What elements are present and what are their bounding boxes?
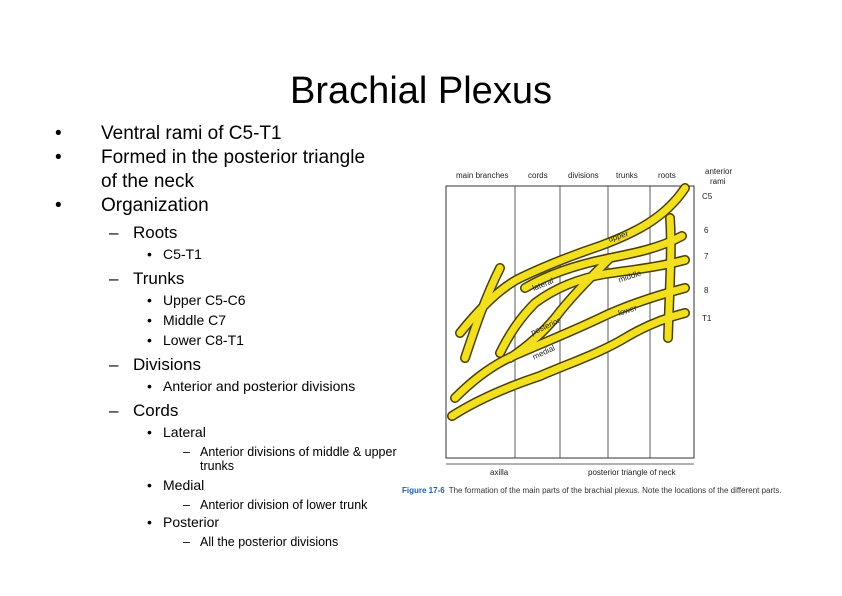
slide-title-text: Brachial Plexus — [290, 70, 552, 112]
sub-bullet-roots: –Roots — [55, 222, 435, 244]
item-text: Lateral — [163, 424, 206, 440]
caption-text: The formation of the main parts of the b… — [448, 486, 782, 495]
dash-mark: – — [109, 269, 119, 288]
sub-bullet-text: Trunks — [133, 269, 185, 288]
item-text: Lower C8-T1 — [163, 332, 244, 348]
nerve-t1-medial-fill — [448, 309, 689, 420]
bullet-mark: • — [147, 424, 152, 440]
detail-text: Anterior division of lower trunk — [200, 498, 368, 512]
item-text: Anterior and posterior divisions — [163, 378, 356, 394]
sub-bullet-trunks: –Trunks — [55, 268, 435, 290]
item-trunk-middle: • Middle C7 — [55, 310, 435, 330]
sub-bullet-cords: –Cords — [55, 400, 435, 422]
root-label-c5: C5 — [702, 192, 713, 201]
bullet-mark: • — [55, 123, 62, 144]
nerve-posterior-division-fill — [506, 254, 614, 362]
dash-mark: – — [109, 355, 119, 374]
item-text: C5-T1 — [163, 246, 202, 262]
detail-posterior: –All the posterior divisions — [55, 535, 430, 549]
root-label-c8: 8 — [704, 286, 709, 295]
nerve-c5-upper-lateral-fill — [456, 184, 689, 337]
detail-text: All the posterior divisions — [200, 535, 339, 549]
bullet-list: • Ventral rami of C5-T1 • Formed in the po… — [55, 122, 435, 549]
bullet-text: Formed in the posterior triangle — [101, 147, 366, 168]
header-trunks: trunks — [616, 171, 638, 180]
bullet-mark: • — [147, 332, 152, 348]
bullet-mark: • — [147, 378, 152, 394]
footer-axilla: axilla — [490, 468, 509, 477]
bullet-mark: • — [55, 195, 62, 216]
item-text: Posterior — [163, 514, 220, 530]
detail-medial: –Anterior division of lower trunk — [55, 498, 430, 512]
dash-mark: – — [183, 445, 190, 459]
item-trunk-upper: • Upper C5-C6 — [55, 290, 435, 310]
sub-bullet-divisions: –Divisions — [55, 354, 435, 376]
item-cord-lateral: • Lateral — [55, 422, 435, 442]
item-roots-c5-t1: • C5-T1 — [55, 244, 435, 264]
plexus-illustration — [445, 183, 695, 465]
nerve-root-branch-fill — [664, 214, 675, 342]
nerve-c7-middle-fill — [496, 256, 689, 357]
item-cord-medial: • Medial — [55, 475, 435, 495]
nerve-fills — [448, 184, 689, 420]
footer-posterior-triangle: posterior triangle of neck — [588, 468, 676, 477]
dash-mark: – — [183, 498, 190, 512]
item-divisions: • Anterior and posterior divisions — [55, 376, 435, 396]
sub-bullet-text: Cords — [133, 401, 179, 420]
slide-title: Brachial Plexus — [0, 70, 842, 113]
nerve-c5-upper-lateral — [455, 183, 690, 338]
bullet-mark: • — [147, 292, 152, 308]
bullet-mark: • — [55, 147, 62, 168]
item-text: Medial — [163, 477, 205, 493]
sub-bullet-text: Divisions — [133, 355, 202, 374]
bullet-text: Organization — [101, 195, 209, 216]
nerve-group — [447, 183, 690, 421]
bullet-mark: • — [147, 514, 152, 530]
dash-mark: – — [183, 535, 190, 549]
bullet-text-continued: of the neck — [101, 171, 194, 192]
item-trunk-lower: • Lower C8-T1 — [55, 330, 435, 350]
bullet-formed: • Formed in the posterior triangle of the … — [55, 146, 435, 194]
figure-number: Figure 17-6 — [402, 486, 445, 495]
detail-text-continued: trunks — [200, 459, 235, 473]
item-text: Middle C7 — [163, 312, 227, 328]
bullet-ventral-rami: • Ventral rami of C5-T1 — [55, 122, 435, 146]
header-main-branches: main branches — [456, 171, 509, 180]
header-rami: rami — [710, 177, 726, 186]
bullet-mark: • — [147, 312, 152, 328]
header-cords: cords — [528, 171, 548, 180]
bullet-mark: • — [147, 246, 152, 262]
bullet-organization: • Organization — [55, 194, 435, 218]
detail-text: Anterior divisions of middle & upper — [200, 445, 397, 459]
header-anterior: anterior — [705, 167, 733, 176]
root-label-c7: 7 — [704, 252, 709, 261]
bullet-text: Ventral rami of C5-T1 — [101, 123, 282, 144]
root-label-t1: T1 — [702, 314, 712, 323]
nerve-c8-lower-posterior-fill — [451, 284, 689, 402]
brachial-plexus-figure: main branches cords divisions trunks roo… — [440, 158, 800, 518]
item-text: Upper C5-C6 — [163, 292, 246, 308]
root-label-c6: 6 — [704, 226, 709, 235]
sub-bullet-text: Roots — [133, 223, 178, 242]
bullet-mark: • — [147, 477, 152, 493]
header-roots: roots — [658, 171, 676, 180]
dash-mark: – — [109, 223, 119, 242]
header-divisions: divisions — [568, 171, 599, 180]
nerve-main-branch-fill — [461, 264, 504, 362]
dash-mark: – — [109, 401, 119, 420]
item-cord-posterior: • Posterior — [55, 512, 435, 532]
